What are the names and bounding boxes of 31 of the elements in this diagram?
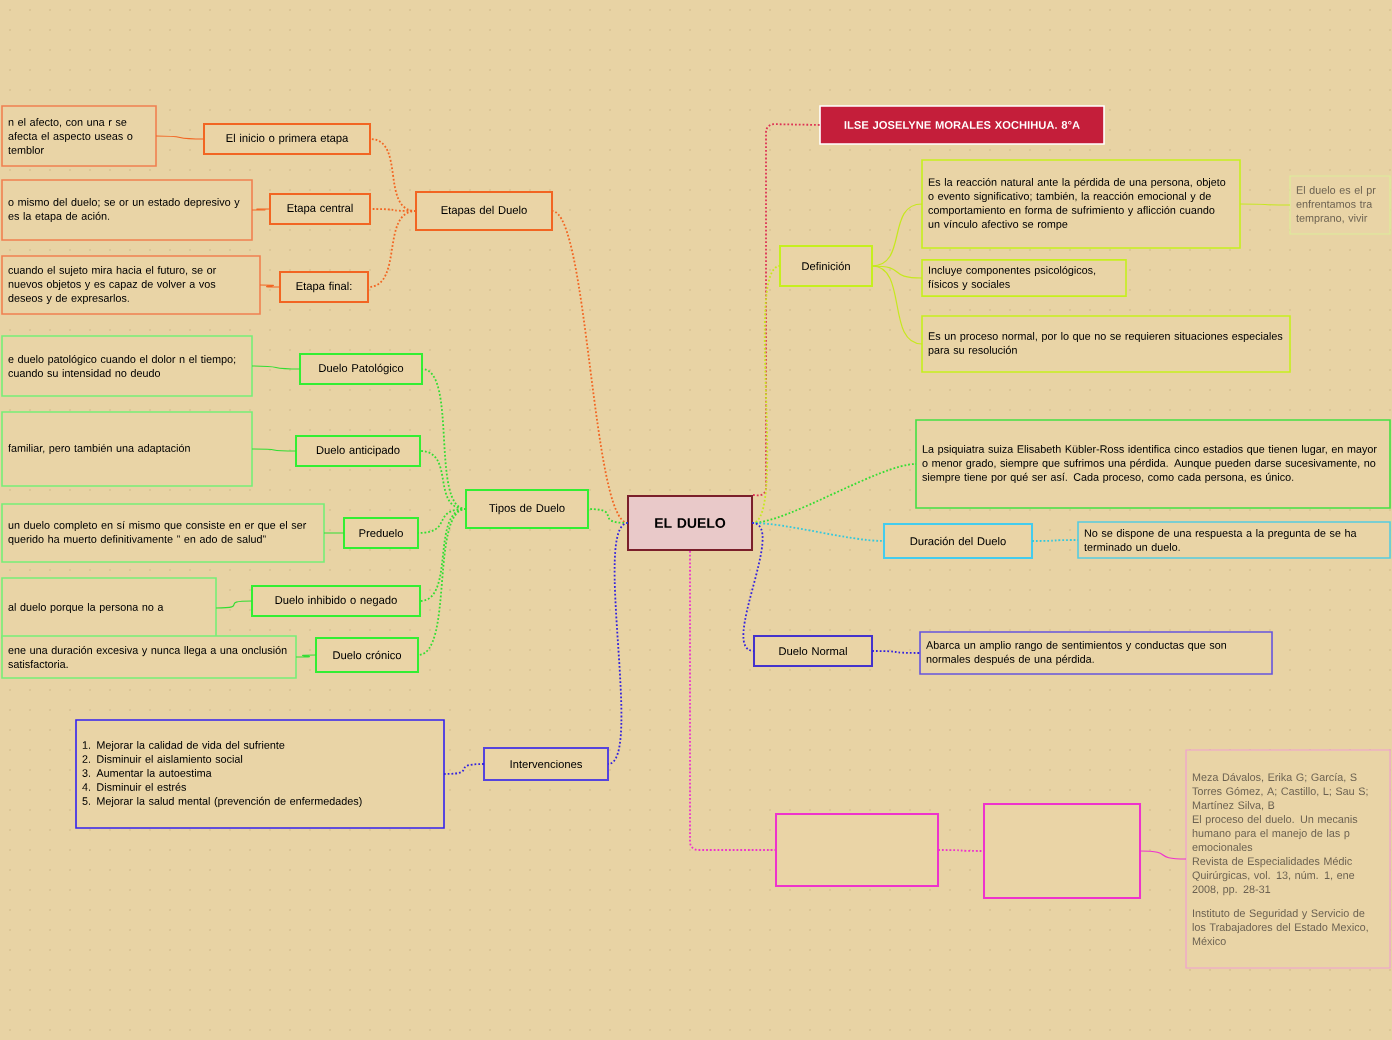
connector-line (251, 365, 301, 370)
connector-line (1139, 850, 1187, 860)
connector-line (607, 522, 629, 765)
connector-line (587, 508, 629, 524)
connector-line (751, 265, 781, 524)
connector-line (295, 654, 317, 658)
connector-line (251, 448, 297, 452)
connector-line (215, 600, 253, 609)
connector-line (871, 265, 923, 345)
connector-line (417, 508, 467, 534)
connector-line (871, 265, 923, 279)
connector-line (443, 763, 485, 775)
connector-line (367, 210, 417, 288)
connector-line (742, 522, 764, 652)
connector-line (323, 532, 345, 534)
connector-line (551, 210, 629, 524)
connector-line (1031, 539, 1079, 542)
link-box (983, 803, 1141, 899)
connector-line (871, 650, 921, 654)
connector-line (251, 208, 271, 211)
connector-line (752, 123, 821, 497)
connector-line (155, 135, 205, 140)
connector-line (937, 849, 985, 852)
connector-line (369, 208, 417, 212)
connector-line (421, 368, 467, 510)
connector-line (259, 284, 281, 288)
link-box (775, 813, 939, 887)
connector-line (417, 508, 467, 656)
connector-line (689, 550, 777, 851)
connector-line (751, 522, 885, 542)
connector-line (1239, 203, 1291, 206)
